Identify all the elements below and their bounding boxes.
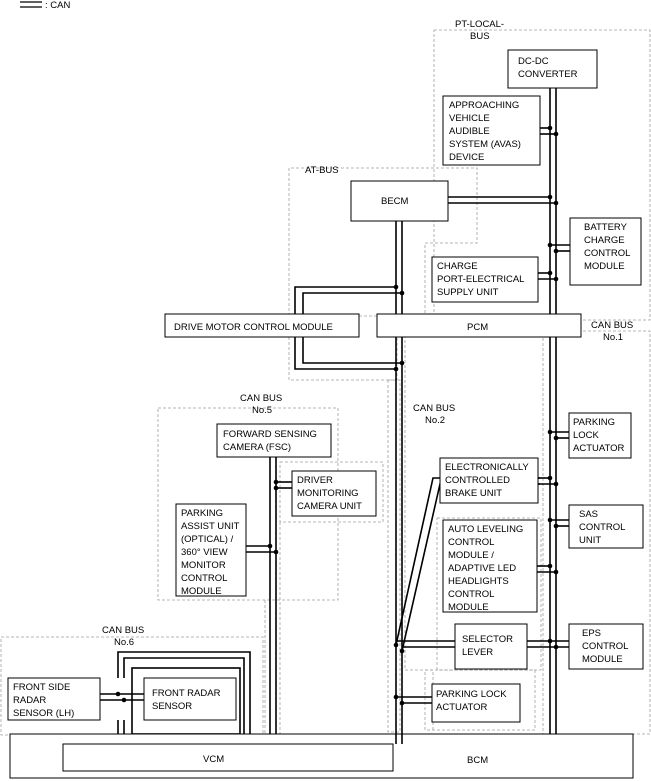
zone-label-can6-line1: CAN BUS [102, 625, 144, 636]
svg-text:SAS: SAS [579, 509, 598, 520]
module-becm [350, 180, 449, 222]
svg-text:RADAR: RADAR [13, 695, 46, 706]
legend: : CAN [20, 0, 70, 11]
svg-text:CHARGE: CHARGE [584, 235, 625, 246]
module-auto-leveling-adaptive-led-headlights [442, 519, 538, 613]
svg-text:BCM: BCM [467, 755, 488, 766]
svg-text:AUDIBLE: AUDIBLE [449, 126, 490, 137]
module-avas [442, 95, 541, 166]
svg-text:FRONT SIDE: FRONT SIDE [13, 682, 70, 693]
module-parking-lock-actuator-2 [431, 683, 521, 723]
svg-text:FORWARD SENSING: FORWARD SENSING [223, 429, 317, 440]
module-pcm [376, 313, 582, 338]
svg-text:APPROACHING: APPROACHING [449, 100, 519, 111]
svg-text:AUTO LEVELING: AUTO LEVELING [448, 524, 523, 535]
zone-label-can5-line1: CAN BUS [240, 393, 282, 404]
svg-text:CAMERA UNIT: CAMERA UNIT [297, 501, 362, 512]
module-parking-assist-unit [175, 503, 247, 597]
zone-label-can1-line1: CAN BUS [591, 320, 633, 331]
zone-labels: PT-LOCAL- BUS AT-BUS CAN BUS No.1 CAN BU… [102, 19, 633, 648]
zone-label-pt-local-line2: BUS [470, 31, 490, 42]
svg-text:MONITOR: MONITOR [181, 560, 226, 571]
module-forward-sensing-camera [216, 423, 332, 458]
svg-text:(OPTICAL) /: (OPTICAL) / [181, 534, 234, 545]
zone-at-bus [288, 167, 478, 316]
svg-text:BRAKE UNIT: BRAKE UNIT [445, 488, 502, 499]
svg-text:CONTROL: CONTROL [584, 248, 630, 259]
svg-text:360° VIEW: 360° VIEW [181, 547, 228, 558]
module-driver-monitoring-camera-unit [291, 470, 377, 517]
junction-dots [115, 125, 559, 706]
svg-text:CONTROL: CONTROL [579, 522, 625, 533]
svg-text:ACTUATOR: ACTUATOR [436, 702, 488, 713]
svg-text:SENSOR (LH): SENSOR (LH) [13, 708, 74, 719]
svg-text:CONVERTER: CONVERTER [518, 69, 578, 80]
svg-text:PCM: PCM [467, 322, 488, 333]
svg-text:SUPPLY UNIT: SUPPLY UNIT [437, 287, 499, 298]
svg-text:PARKING LOCK: PARKING LOCK [436, 689, 507, 700]
svg-text:PARKING: PARKING [573, 417, 615, 428]
module-dc-dc-converter [507, 49, 598, 89]
svg-text:CONTROL: CONTROL [448, 589, 494, 600]
svg-text:SENSOR: SENSOR [152, 701, 192, 712]
svg-text:CHARGE: CHARGE [437, 261, 478, 272]
zone-label-can2-line1: CAN BUS [413, 403, 455, 414]
svg-text:PARKING: PARKING [181, 508, 223, 519]
zone-label-pt-local-line1: PT-LOCAL- [455, 19, 504, 30]
svg-text:LEVER: LEVER [462, 647, 493, 658]
svg-text:MODULE: MODULE [181, 586, 222, 597]
module-parking-lock-actuator-1 [568, 412, 632, 459]
svg-text:MODULE: MODULE [584, 261, 625, 272]
svg-text:SELECTOR: SELECTOR [462, 634, 513, 645]
svg-text:ASSIST UNIT: ASSIST UNIT [181, 521, 240, 532]
svg-text:VCM: VCM [203, 754, 224, 765]
module-selector-lever [454, 623, 528, 670]
zone-label-can6-line2: No.6 [114, 637, 134, 648]
svg-text:ELECTRONICALLY: ELECTRONICALLY [445, 462, 529, 473]
svg-text:BECM: BECM [381, 196, 409, 207]
svg-text:CAMERA (FSC): CAMERA (FSC) [223, 442, 291, 453]
svg-text:CONTROL: CONTROL [582, 641, 628, 652]
svg-text:CONTROL: CONTROL [448, 537, 494, 548]
svg-text:SYSTEM (AVAS): SYSTEM (AVAS) [449, 139, 521, 150]
module-front-side-radar-sensor-lh [7, 677, 101, 721]
svg-text:BATTERY: BATTERY [584, 222, 628, 233]
svg-text:ADAPTIVE LED: ADAPTIVE LED [448, 563, 516, 574]
svg-text:FRONT RADAR: FRONT RADAR [152, 688, 221, 699]
module-vcm [62, 743, 394, 772]
svg-text:MODULE /: MODULE / [448, 550, 494, 561]
module-eps-control [568, 623, 644, 670]
legend-label: : CAN [45, 0, 70, 11]
svg-text:DEVICE: DEVICE [449, 152, 484, 163]
module-front-radar-sensor [143, 677, 237, 721]
svg-text:DC-DC: DC-DC [518, 56, 549, 67]
svg-text:CONTROL: CONTROL [181, 573, 227, 584]
svg-text:EPS: EPS [582, 628, 601, 639]
module-drive-motor-control [164, 313, 360, 338]
svg-text:LOCK: LOCK [573, 430, 600, 441]
module-electronically-controlled-brake-unit [439, 457, 539, 504]
svg-text:VEHICLE: VEHICLE [449, 113, 490, 124]
svg-text:PORT-ELECTRICAL: PORT-ELECTRICAL [437, 274, 524, 285]
zone-label-at-bus: AT-BUS [305, 165, 339, 176]
svg-text:CONTROLLED: CONTROLLED [445, 475, 510, 486]
module-battery-charge-control [569, 217, 642, 286]
svg-text:UNIT: UNIT [579, 535, 601, 546]
module-sas-control-unit [568, 504, 644, 549]
zone-label-can1-line2: No.1 [603, 332, 623, 343]
svg-text:MODULE: MODULE [448, 602, 489, 613]
zone-label-can5-line2: No.5 [252, 405, 272, 416]
zone-pt-local-bus [433, 29, 651, 321]
svg-text:DRIVE MOTOR CONTROL MODULE: DRIVE MOTOR CONTROL MODULE [174, 322, 333, 333]
module-charge-port-electrical-supply-unit [431, 256, 539, 303]
svg-text:DRIVER: DRIVER [297, 475, 333, 486]
svg-text:HEADLIGHTS: HEADLIGHTS [448, 576, 509, 587]
svg-text:MONITORING: MONITORING [297, 488, 359, 499]
svg-text:MODULE: MODULE [582, 654, 623, 665]
modules: DC-DC CONVERTER APPROACHING VEHICLE AUDI… [7, 49, 644, 779]
bus-zones [0, 29, 651, 736]
zone-label-can2-line2: No.2 [425, 415, 445, 426]
svg-text:ACTUATOR: ACTUATOR [573, 443, 625, 454]
